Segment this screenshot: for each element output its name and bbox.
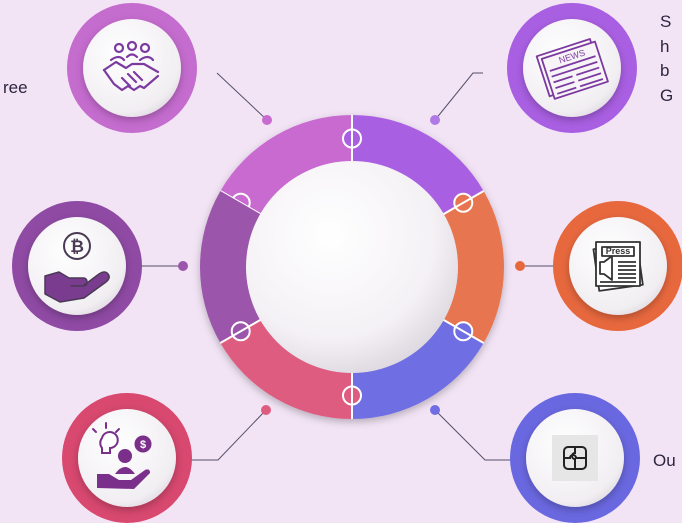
label-news-line: G (660, 85, 674, 105)
puzzle-icon (552, 435, 598, 481)
connector-lines (142, 72, 562, 461)
node-disc (28, 217, 126, 315)
svg-text:$: $ (140, 439, 146, 451)
label-news-line: S (660, 12, 672, 31)
connector-line-puzzle (434, 409, 517, 461)
connector-dot-puzzle (430, 405, 440, 415)
ring-segment-bottom-left (220, 319, 352, 419)
svg-text:₿: ₿ (70, 237, 84, 256)
center-disc (246, 161, 458, 373)
label-handshake-text: ree (3, 78, 28, 97)
press-icon-text: Press (606, 246, 631, 256)
ring-segment-right (442, 191, 504, 343)
idea-investor-icon: $ (92, 422, 152, 489)
ring-segment-left (200, 191, 262, 343)
connector-dot-press (515, 261, 525, 271)
connector-dot-news (430, 115, 440, 125)
ring-seam (442, 318, 485, 344)
press-release-icon: Press (592, 241, 644, 292)
label-puzzle: Ou (653, 449, 676, 474)
node-handshake (67, 3, 197, 133)
ring-seam (442, 190, 485, 216)
node-disc (83, 19, 181, 117)
node-bitcoin: ₿ (12, 201, 142, 331)
ring-segment-bottom-right (352, 319, 484, 419)
node-news: NEWS (507, 3, 637, 133)
node-press: Press (553, 201, 682, 331)
puzzle-ring (200, 115, 504, 419)
label-handshake: ree (3, 76, 28, 101)
ring-segment-top-left (220, 115, 352, 215)
label-news-line: h (660, 36, 670, 56)
bitcoin-hand-icon: ₿ (44, 232, 110, 303)
connector-dot-bitcoin (178, 261, 188, 271)
label-news-line: b (660, 61, 670, 80)
connector-dot-idea (261, 405, 271, 415)
ring-seam (219, 318, 262, 344)
ring-segment-top-right (352, 115, 484, 215)
label-puzzle-text: Ou (653, 451, 676, 470)
connector-dot-handshake (262, 115, 272, 125)
connector-line-idea (187, 409, 267, 461)
node-idea: $ (62, 393, 192, 523)
newspaper-icon: NEWS (535, 38, 609, 100)
handshake-icon (102, 40, 160, 92)
connector-line-handshake (216, 72, 268, 121)
connector-line-news (434, 72, 483, 121)
node-puzzle (510, 393, 640, 523)
connector-dots (178, 115, 525, 415)
